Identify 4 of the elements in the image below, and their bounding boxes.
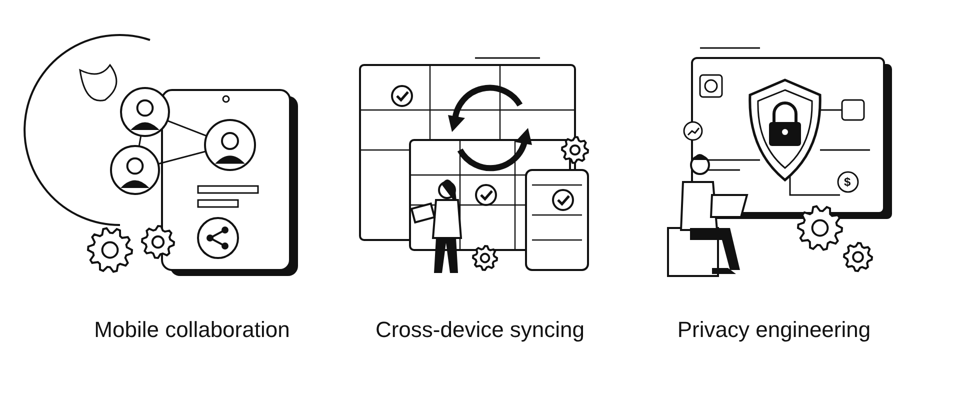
- caption: Privacy engineering: [676, 316, 872, 343]
- currency-sign: $: [844, 176, 851, 188]
- caption: Mobile collaboration: [93, 316, 291, 343]
- caption: Cross-device syncing: [374, 316, 586, 343]
